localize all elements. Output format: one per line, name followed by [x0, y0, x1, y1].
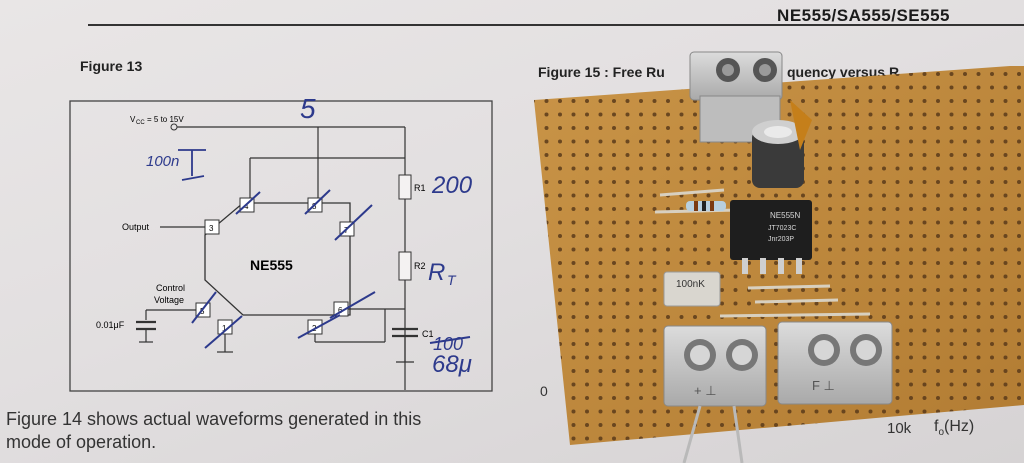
r1-label: R1 [414, 183, 426, 193]
ic-text-1: NE555N [770, 211, 800, 220]
bottom-left-terminal-block: + ⊥ [663, 325, 767, 407]
vcc-sub: CC [136, 120, 145, 126]
pin-8: 8 [312, 202, 317, 211]
axis-fragment-left: 0 [540, 383, 548, 399]
pin-1: 1 [222, 324, 227, 333]
pin-7: 7 [344, 226, 349, 235]
handwritten-r2: R [428, 259, 445, 286]
figure15-title-part1: Figure 15 : Free Ru [538, 64, 665, 80]
pin-4: 4 [244, 202, 249, 211]
control-label-2: Voltage [154, 295, 184, 305]
r2-label: R2 [414, 261, 426, 271]
handwritten-cap: 100n [146, 153, 179, 170]
terminal-right-marks: F ⊥ [812, 378, 835, 393]
resistor-r2 [398, 251, 412, 281]
terminal-left-marks: + ⊥ [694, 383, 717, 398]
c1-label: C1 [422, 329, 434, 339]
vcc-range: = 5 to 15V [147, 115, 184, 124]
handwritten-r2-sub: T [447, 272, 457, 288]
control-label-1: Control [156, 283, 185, 293]
terminal-wires [682, 405, 744, 463]
top-terminal-block [689, 51, 783, 143]
body-text-line-1: Figure 14 shows actual waveforms generat… [6, 409, 422, 429]
film-capacitor: 100nK [663, 271, 721, 307]
bottom-right-terminal-block: F ⊥ [777, 321, 893, 405]
ne555-ic: NE555N JT7023C Jnr203P [730, 200, 812, 274]
ne555-body [204, 202, 351, 316]
figure13-title: Figure 13 [80, 58, 143, 74]
figure15-title: Figure 15 : Free Ru [538, 64, 665, 80]
cap-label: 0.01μF [96, 320, 125, 330]
output-label: Output [122, 222, 150, 232]
film-cap-label: 100nK [676, 279, 705, 290]
resistor-component [686, 201, 726, 211]
handwritten-five: 5 [300, 93, 316, 124]
ceramic-cap-orange [790, 100, 812, 150]
pin-5: 5 [200, 307, 205, 316]
schematic-frame [69, 100, 493, 392]
header-rule [88, 24, 1024, 26]
axis-tick: 10k [887, 420, 912, 437]
handwritten-pin-strikes [191, 189, 376, 349]
body-text: Figure 14 shows actual waveforms generat… [6, 408, 421, 454]
pin-6: 6 [338, 306, 343, 315]
ic-text-3: Jnr203P [768, 236, 794, 243]
electrolytic-capacitor [752, 120, 804, 188]
axis-label: fo(Hz) [934, 418, 975, 439]
datasheet-header: NE555/SA555/SE555 [777, 6, 950, 25]
resistor-r1 [398, 174, 412, 200]
handwritten-c1-new: 68μ [432, 351, 472, 378]
body-text-line-2: mode of operation. [6, 432, 157, 452]
vcc-label: V [130, 115, 136, 124]
handwritten-r1: 200 [431, 172, 473, 199]
handwritten-notes: 5 100n 200 R T 100 68μ [146, 93, 473, 378]
pin-3: 3 [209, 224, 214, 233]
ic-text-2: JT7023C [768, 225, 796, 232]
ne555-label: NE555 [250, 257, 293, 273]
